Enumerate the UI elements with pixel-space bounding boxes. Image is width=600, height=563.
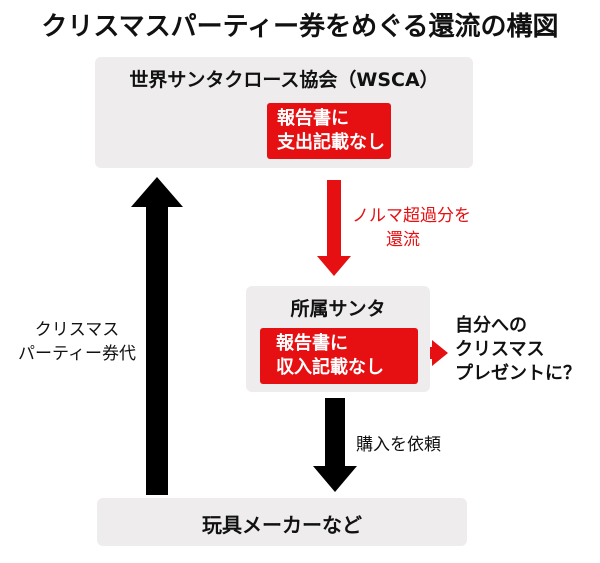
- association-label: 世界サンタクロース協会（WSCA）: [129, 69, 439, 91]
- santa-box: 所属サンタ 報告書に 収入記載なし: [246, 286, 430, 392]
- santa-badge: 報告書に 収入記載なし: [260, 328, 418, 384]
- callout-line-1: 自分への: [455, 315, 527, 336]
- ticket-payment-line-1: クリスマス: [34, 320, 120, 340]
- maker-label: 玩具メーカーなど: [202, 513, 362, 537]
- maker-box: 玩具メーカーなど: [97, 498, 467, 546]
- association-badge: 報告書に 支出記載なし: [267, 103, 391, 159]
- callout-line-2: クリスマス: [455, 339, 545, 360]
- diagram-title: クリスマスパーティー券をめぐる還流の構図: [41, 12, 559, 42]
- callout-line-3: プレゼントに？: [455, 363, 581, 384]
- arrow-maker-to-association: [131, 177, 183, 495]
- association-badge-line-2: 支出記載なし: [277, 132, 385, 153]
- purchase-request-label: 購入を依頼: [356, 435, 441, 455]
- arrow-association-to-santa: [317, 180, 351, 276]
- santa-badge-line-1: 報告書に: [276, 333, 348, 354]
- refund-label-line-2: 還流: [386, 230, 420, 250]
- arrow-santa-to-maker: [313, 398, 357, 492]
- santa-label: 所属サンタ: [290, 298, 386, 320]
- ticket-payment-line-2: パーティー券代: [18, 344, 136, 364]
- santa-badge-line-2: 収入記載なし: [276, 357, 384, 378]
- callout-text: 自分への クリスマス プレゼントに？: [455, 314, 581, 386]
- association-badge-line-1: 報告書に: [277, 108, 349, 129]
- refund-label-line-1: ノルマ超過分を: [352, 206, 471, 226]
- association-box: 世界サンタクロース協会（WSCA） 報告書に 支出記載なし: [95, 57, 473, 168]
- ticket-payment-label: クリスマス パーティー券代: [12, 318, 142, 366]
- refund-label: ノルマ超過分を 還流: [352, 204, 471, 252]
